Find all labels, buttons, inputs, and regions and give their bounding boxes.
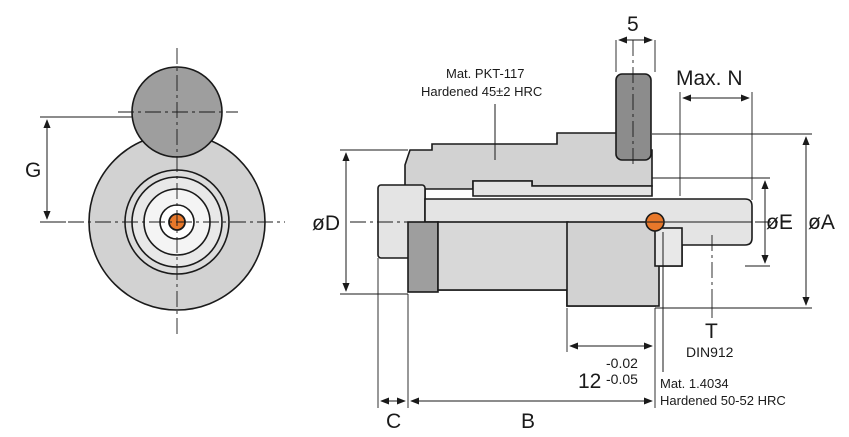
barrel bbox=[437, 221, 569, 291]
front-view: G bbox=[25, 48, 285, 338]
dark-sleeve bbox=[407, 221, 439, 293]
screw-head bbox=[566, 221, 660, 307]
label-e: øE bbox=[766, 211, 793, 234]
label-c: C bbox=[386, 410, 401, 433]
label-g: G bbox=[25, 159, 41, 182]
locking-pin bbox=[615, 73, 652, 161]
note-pin-hardness: Hardened 50-52 HRC bbox=[660, 393, 786, 408]
label-d: øD bbox=[312, 212, 340, 235]
notes: Mat. PKT-117 Hardened 45±2 HRC Mat. 1.40… bbox=[421, 66, 786, 408]
note-housing-material: Mat. PKT-117 bbox=[446, 66, 525, 81]
label-t: T bbox=[705, 320, 718, 343]
dimensions: øD øE øA 5 Max. N T DIN912 12 -0.02 -0.0… bbox=[312, 13, 835, 433]
label-tol-upper: -0.02 bbox=[606, 355, 638, 371]
label-tol-lower: -0.05 bbox=[606, 371, 638, 387]
label-b: B bbox=[521, 410, 535, 433]
section-view bbox=[350, 40, 790, 307]
label-max-n: Max. N bbox=[676, 67, 743, 90]
label-5: 5 bbox=[627, 13, 639, 36]
note-pin-material: Mat. 1.4034 bbox=[660, 376, 729, 391]
label-a: øA bbox=[808, 211, 835, 234]
pin-insert bbox=[654, 227, 683, 267]
label-din912: DIN912 bbox=[686, 344, 734, 360]
note-housing-hardness: Hardened 45±2 HRC bbox=[421, 84, 542, 99]
label-tol-base: 12 bbox=[578, 370, 601, 393]
housing-inner-band bbox=[472, 180, 653, 197]
